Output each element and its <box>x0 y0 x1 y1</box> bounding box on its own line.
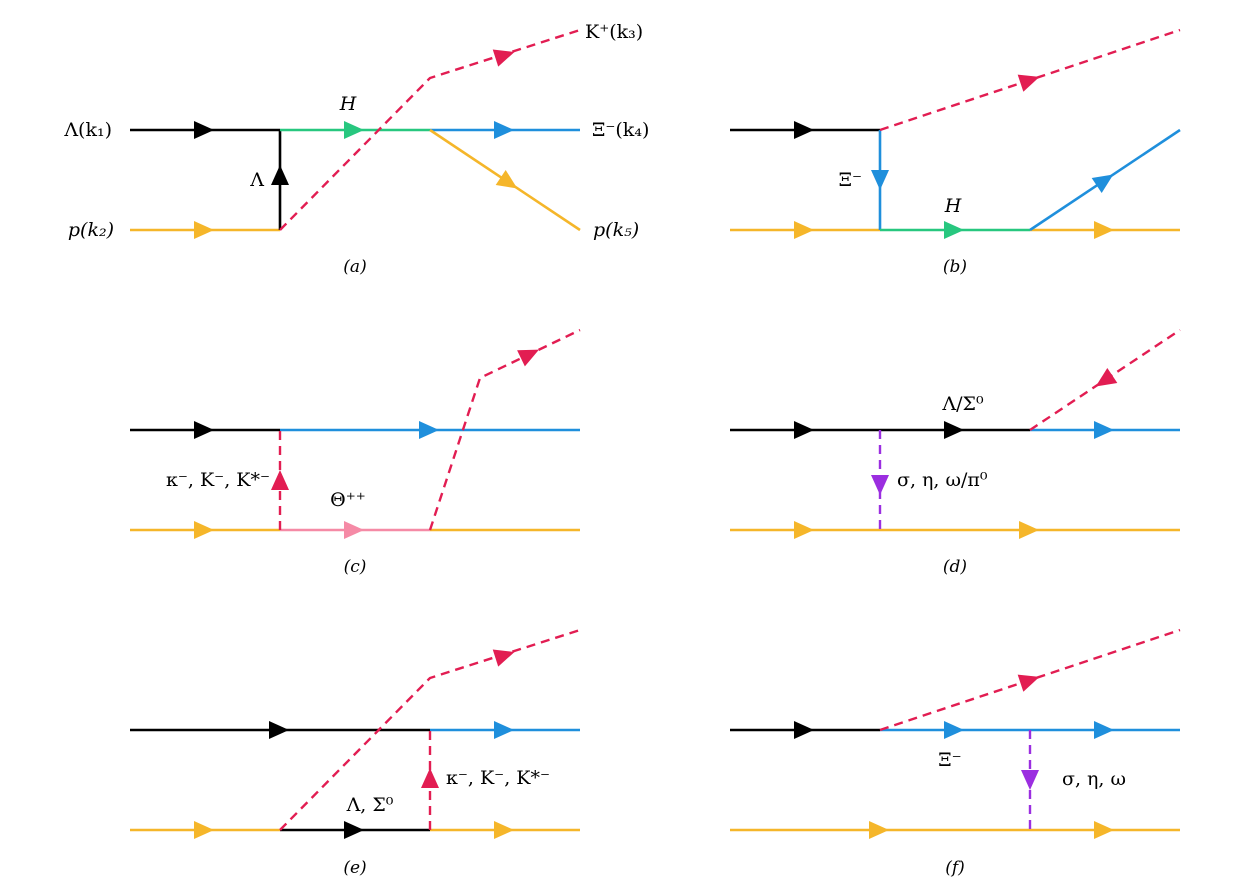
arrow-icon <box>944 421 964 439</box>
arrow-icon <box>495 169 518 189</box>
caption-a: (a) <box>343 257 366 277</box>
label-intermediate: Ξ⁻ <box>938 749 961 771</box>
arrow-icon <box>1095 367 1118 387</box>
caption-f: (f) <box>945 858 965 878</box>
arrow-icon <box>944 721 964 739</box>
kaon-out-line <box>428 328 581 531</box>
label-lambda-in: Λ(k₁) <box>63 119 112 141</box>
label-exchange: σ, η, ω <box>1062 768 1126 790</box>
caption-c: (c) <box>344 557 367 577</box>
caption-d: (d) <box>943 557 967 577</box>
arrow-icon <box>1017 674 1040 692</box>
caption-e: (e) <box>343 858 366 878</box>
arrow-icon <box>492 649 515 667</box>
caption-b: (b) <box>943 257 967 277</box>
arrow-icon <box>517 349 540 367</box>
label-proton-in: p(k₂) <box>68 219 114 241</box>
label-exchange: κ⁻, K⁻, K*⁻ <box>166 469 270 491</box>
diagram-a: Λ(k₁) p(k₂) K⁺(k₃) Ξ⁻(k₄) p(k₅) Λ H (a) <box>63 21 649 277</box>
arrow-icon <box>344 521 364 539</box>
kaon-out-line <box>279 628 581 831</box>
arrow-icon <box>871 170 889 190</box>
arrow-icon <box>194 421 214 439</box>
label-proton-out: p(k₅) <box>593 219 639 241</box>
arrow-icon <box>794 721 814 739</box>
arrow-icon <box>1091 174 1114 194</box>
diagram-c: κ⁻, K⁻, K*⁻ Θ⁺⁺ (c) <box>130 328 581 577</box>
arrow-icon <box>869 821 889 839</box>
label-h: H <box>339 93 357 115</box>
arrow-icon <box>492 49 515 67</box>
arrow-icon <box>794 121 814 139</box>
arrow-icon <box>871 475 889 495</box>
arrow-icon <box>194 821 214 839</box>
arrow-icon <box>421 768 439 788</box>
arrow-icon <box>194 521 214 539</box>
arrow-icon <box>1094 821 1114 839</box>
label-h: H <box>944 195 962 217</box>
label-exchange: Λ <box>249 169 264 191</box>
arrow-icon <box>1017 74 1040 92</box>
arrow-icon <box>344 121 364 139</box>
arrow-icon <box>271 165 289 185</box>
label-intermediate: Λ, Σ⁰ <box>346 794 394 816</box>
arrow-icon <box>194 121 214 139</box>
arrow-icon <box>1019 521 1039 539</box>
arrow-icon <box>1094 221 1114 239</box>
arrow-icon <box>419 421 439 439</box>
kaon-out-line <box>279 28 581 231</box>
label-intermediate: Θ⁺⁺ <box>330 489 366 511</box>
arrow-icon <box>794 221 814 239</box>
label-exchange: Ξ⁻ <box>839 169 862 191</box>
label-kaon-out: K⁺(k₃) <box>585 21 643 43</box>
diagram-f: Ξ⁻ σ, η, ω (f) <box>730 628 1181 878</box>
arrow-icon <box>1021 770 1039 790</box>
label-intermediate: Λ/Σ⁰ <box>941 393 984 415</box>
arrow-icon <box>1094 721 1114 739</box>
arrow-icon <box>494 121 514 139</box>
arrow-icon <box>271 470 289 490</box>
arrow-icon <box>944 221 964 239</box>
diagram-d: Λ/Σ⁰ σ, η, ω/π⁰ (d) <box>730 329 1181 577</box>
arrow-icon <box>344 821 364 839</box>
arrow-icon <box>194 221 214 239</box>
arrow-icon <box>794 421 814 439</box>
diagram-b: Ξ⁻ H (b) <box>730 28 1181 277</box>
arrow-icon <box>794 521 814 539</box>
arrow-icon <box>1094 421 1114 439</box>
arrow-icon <box>269 721 289 739</box>
label-xi-out: Ξ⁻(k₄) <box>592 119 649 141</box>
diagram-e: Λ, Σ⁰ κ⁻, K⁻, K*⁻ (e) <box>130 628 581 878</box>
arrow-icon <box>494 821 514 839</box>
arrow-icon <box>494 721 514 739</box>
label-exchange: κ⁻, K⁻, K*⁻ <box>446 767 550 789</box>
label-exchange: σ, η, ω/π⁰ <box>897 469 988 491</box>
